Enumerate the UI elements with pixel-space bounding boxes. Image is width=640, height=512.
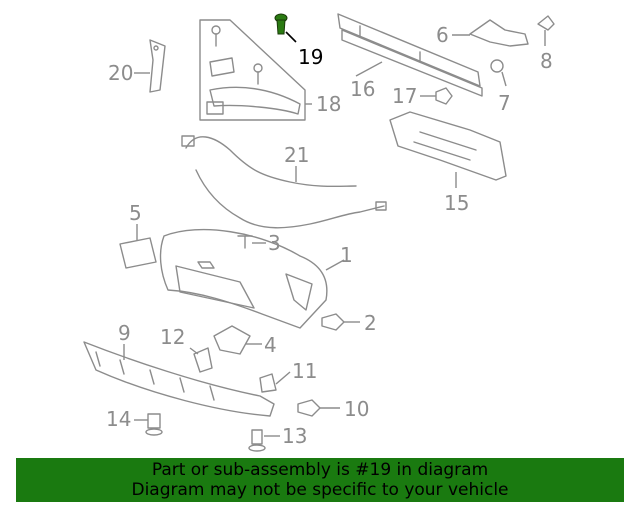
part-16-bumper-reinforcement [337,13,483,97]
part-17-bolt [435,87,453,105]
label-5: 5 [129,201,142,225]
label-4: 4 [264,333,277,357]
part-21-wiring-harness [181,135,387,229]
label-10: 10 [344,397,369,421]
label-7: 7 [498,91,511,115]
label-14: 14 [106,407,131,431]
part-7-nut [490,59,504,73]
label-2: 2 [364,311,377,335]
part-12-clip [193,347,213,373]
label-18: 18 [316,92,341,116]
part-20-bracket [149,39,166,93]
label-13: 13 [282,424,307,448]
part-7-leader [501,71,507,87]
part-13-fastener [248,429,266,452]
label-16: 16 [350,77,375,101]
banner-line-2: Diagram may not be specific to your vehi… [131,480,509,500]
part-11-leader [275,371,291,385]
label-1: 1 [340,243,353,267]
part-15-energy-absorber [389,111,507,181]
part-10-bolt [297,399,321,417]
label-19: 19 [298,45,323,69]
banner-line-1: Part or sub-assembly is #19 in diagram [151,460,489,480]
part-18-inset-box [199,19,306,121]
label-17: 17 [392,84,417,108]
label-6: 6 [436,23,449,47]
notice-banner: Part or sub-assembly is #19 in diagram D… [16,458,624,502]
part-9-lower-grille [83,341,275,417]
part-12-leader [189,347,199,355]
part-5-emblem [119,237,157,269]
part-1-bumper-cover [159,228,328,329]
part-19-fastener[interactable] [274,13,288,35]
part-1-leader [325,259,345,271]
label-9: 9 [118,321,131,345]
part-2-bolt [321,313,345,331]
part-14-fastener [145,413,163,436]
label-20: 20 [108,61,133,85]
label-12: 12 [160,325,185,349]
part-11-clip [259,373,277,393]
label-11: 11 [292,359,317,383]
label-21: 21 [284,143,309,167]
part-3-push-pin [237,235,253,249]
part-6-bracket [469,19,529,47]
part-8-clip [537,15,555,31]
label-8: 8 [540,49,553,73]
label-15: 15 [444,191,469,215]
part-16-leader [355,61,383,77]
part-19-leader [285,31,297,43]
part-4-tow-hook-cover [213,325,251,355]
